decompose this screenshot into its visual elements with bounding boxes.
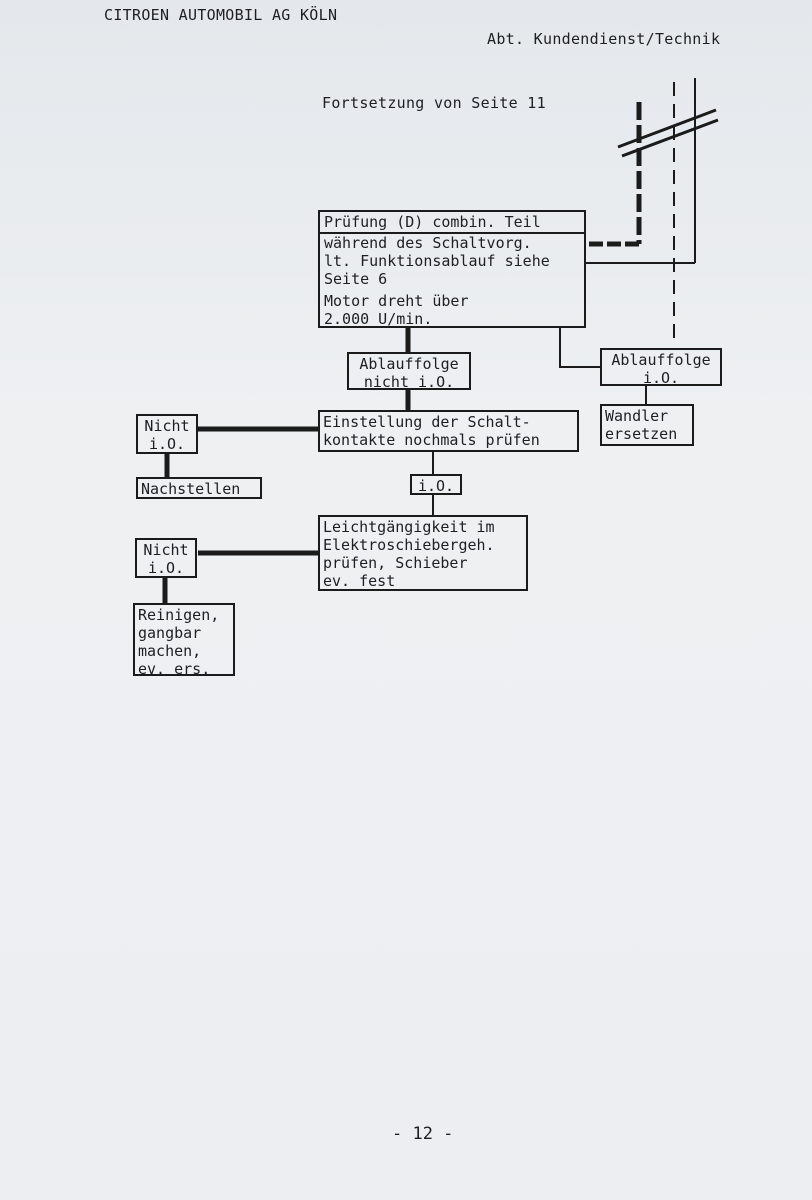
box-text: ev. fest xyxy=(323,572,396,590)
box-text: i.O. xyxy=(642,369,680,387)
box-text: Nicht xyxy=(144,417,190,435)
ok-box: i.O. xyxy=(410,474,462,495)
motor-line: 2.000 U/min. xyxy=(324,310,433,328)
check-d-line: während des Schaltvorg. xyxy=(324,234,532,252)
break-mark xyxy=(617,108,717,149)
box-text: Einstellung der Schalt- xyxy=(323,413,531,431)
box-text: Reinigen, xyxy=(138,606,220,624)
check-contacts-box: Einstellung der Schalt- kontakte nochmal… xyxy=(318,410,579,452)
replace-converter-box: Wandler ersetzen xyxy=(600,404,694,446)
box-text: Elektroschiebergeh. xyxy=(323,536,495,554)
box-text: prüfen, Schieber xyxy=(323,554,468,572)
readjust-box: Nachstellen xyxy=(136,477,262,499)
not-ok-box-2: Nicht i.O. xyxy=(135,538,197,578)
box-text: ev. ers. xyxy=(138,660,211,678)
company-header: CITROEN AUTOMOBIL AG KÖLN xyxy=(104,6,338,24)
connector xyxy=(559,328,600,368)
sequence-not-ok-box: Ablauffolge nicht i.O. xyxy=(347,352,471,391)
motor-line: Motor dreht über xyxy=(324,292,469,310)
check-d-box: Prüfung (D) combin. Teil während des Sch… xyxy=(318,210,586,328)
box-text: gangbar xyxy=(138,624,202,642)
department-header: Abt. Kundendienst/Technik xyxy=(487,30,721,48)
not-ok-box-1: Nicht i.O. xyxy=(136,414,198,454)
box-text: nicht i.O. xyxy=(363,373,455,391)
box-text: i.O. xyxy=(417,477,455,495)
check-valve-box: Leichtgängigkeit im Elektroschiebergeh. … xyxy=(318,515,528,591)
check-d-line: Seite 6 xyxy=(324,270,388,288)
box-text: ersetzen xyxy=(605,425,678,443)
box-text: Ablauffolge xyxy=(359,355,459,373)
box-text: i.O. xyxy=(148,435,186,453)
box-text: i.O. xyxy=(147,559,185,577)
box-text: Nicht xyxy=(143,541,189,559)
clean-box: Reinigen, gangbar machen, ev. ers. xyxy=(133,603,235,678)
box-text: Ablauffolge xyxy=(611,351,711,369)
box-text: Leichtgängigkeit im xyxy=(323,518,495,536)
box-text: Wandler xyxy=(605,407,669,425)
sequence-ok-box: Ablauffolge i.O. xyxy=(600,348,722,387)
continuation-note: Fortsetzung von Seite 11 xyxy=(322,94,546,112)
box-text: machen, xyxy=(138,642,202,660)
box-text: Nachstellen xyxy=(141,480,241,498)
check-d-title: Prüfung (D) combin. Teil xyxy=(320,212,584,234)
page-number: - 12 - xyxy=(392,1124,454,1144)
box-text: kontakte nochmals prüfen xyxy=(323,431,540,449)
break-mark xyxy=(621,118,719,158)
check-d-line: lt. Funktionsablauf siehe xyxy=(324,252,550,270)
